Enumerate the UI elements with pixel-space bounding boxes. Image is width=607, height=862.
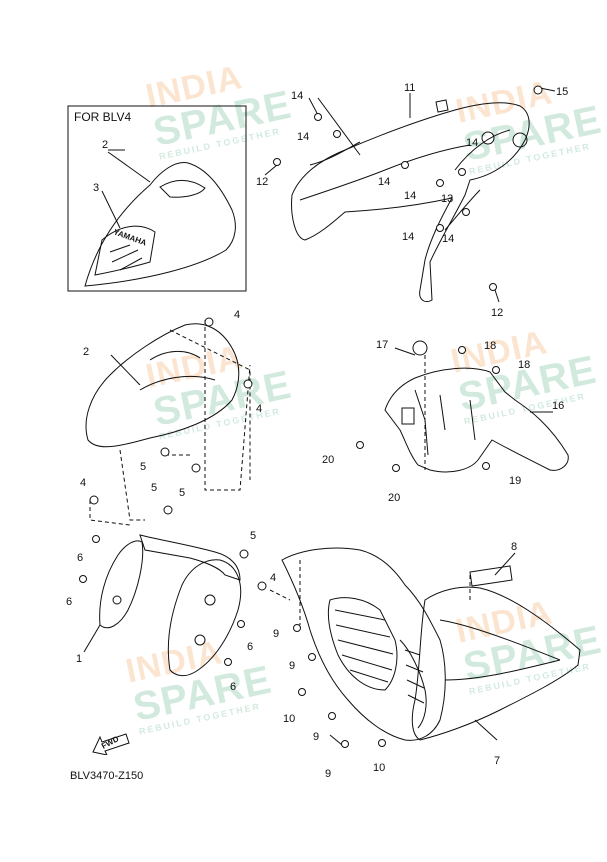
callout-12: 12 — [256, 176, 268, 188]
callout-18: 18 — [484, 340, 496, 352]
fender-lower-left — [99, 540, 144, 629]
callout-5: 5 — [179, 487, 185, 499]
callout-12: 12 — [491, 307, 503, 319]
callout-4: 4 — [256, 403, 262, 415]
side-cover — [281, 547, 446, 741]
rear-inner-fender — [384, 367, 569, 473]
callout-5: 5 — [250, 530, 256, 542]
inset-fender — [84, 162, 236, 287]
callout-5: 5 — [151, 482, 157, 494]
fender-lower-right — [167, 559, 242, 677]
callout-2: 2 — [83, 346, 89, 358]
callout-14: 14 — [442, 233, 454, 245]
tail-cover — [291, 99, 530, 303]
callout-8: 8 — [511, 541, 517, 553]
callout-6: 6 — [66, 596, 72, 608]
callout-20: 20 — [388, 492, 400, 504]
front-fender — [85, 323, 240, 448]
diagram-code: BLV3470-Z150 — [70, 770, 144, 782]
callout-18: 18 — [518, 359, 530, 371]
callout-16: 16 — [552, 400, 564, 412]
callout-11: 11 — [404, 82, 415, 94]
callout-6: 6 — [247, 641, 253, 653]
callout-14: 14 — [378, 176, 390, 188]
callout-17: 17 — [376, 339, 388, 351]
callout-3-inset: 3 — [93, 182, 99, 194]
inset-title: FOR BLV4 — [74, 110, 132, 124]
callout-6: 6 — [230, 681, 236, 693]
callout-10: 10 — [283, 713, 295, 725]
callout-4: 4 — [270, 572, 276, 584]
inset-frame — [67, 105, 247, 292]
callout-14: 14 — [404, 190, 416, 202]
callout-20: 20 — [322, 454, 334, 466]
callout-9: 9 — [313, 731, 319, 743]
callout-14: 14 — [291, 90, 303, 102]
callout-5: 5 — [140, 461, 146, 473]
callout-13: 13 — [441, 193, 453, 205]
callout-15: 15 — [556, 86, 568, 98]
callout-9: 9 — [289, 660, 295, 672]
callout-14: 14 — [402, 231, 414, 243]
callout-14: 14 — [297, 131, 309, 143]
inset-decal-text: YAMAHA — [112, 227, 148, 247]
callout-labels: 1 2 2 3 4 4 4 4 5 5 5 5 6 6 6 6 7 8 9 9 … — [66, 82, 568, 780]
fwd-arrow-icon: FWD — [92, 733, 130, 756]
callout-9: 9 — [325, 768, 331, 780]
callout-4: 4 — [80, 477, 86, 489]
callout-1: 1 — [76, 653, 82, 665]
callout-10: 10 — [373, 762, 385, 774]
callout-14: 14 — [466, 137, 478, 149]
callout-9: 9 — [273, 628, 279, 640]
fasteners — [79, 85, 543, 748]
callout-7: 7 — [494, 755, 500, 767]
callout-6: 6 — [77, 552, 83, 564]
callout-2-inset: 2 — [102, 139, 108, 151]
callout-4: 4 — [234, 309, 240, 321]
fender-bracket — [139, 534, 241, 581]
callout-19: 19 — [509, 475, 521, 487]
under-cowl — [411, 565, 581, 741]
